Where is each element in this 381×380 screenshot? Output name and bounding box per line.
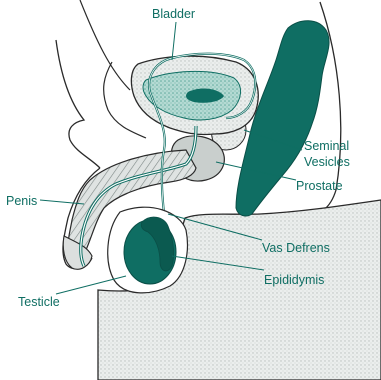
label-epididymis: Epididymis	[264, 273, 324, 287]
label-bladder: Bladder	[152, 7, 195, 21]
label-vas-deferens: Vas Defrens	[262, 241, 330, 255]
label-seminal-vesicles-line2: Vesicles	[304, 155, 350, 169]
label-seminal-vesicles-line1: Seminal	[304, 139, 349, 153]
label-testicle: Testicle	[18, 295, 60, 309]
label-penis: Penis	[6, 194, 37, 208]
leader-bladder	[172, 22, 176, 60]
body-outline	[56, 40, 100, 168]
label-prostate: Prostate	[296, 179, 343, 193]
